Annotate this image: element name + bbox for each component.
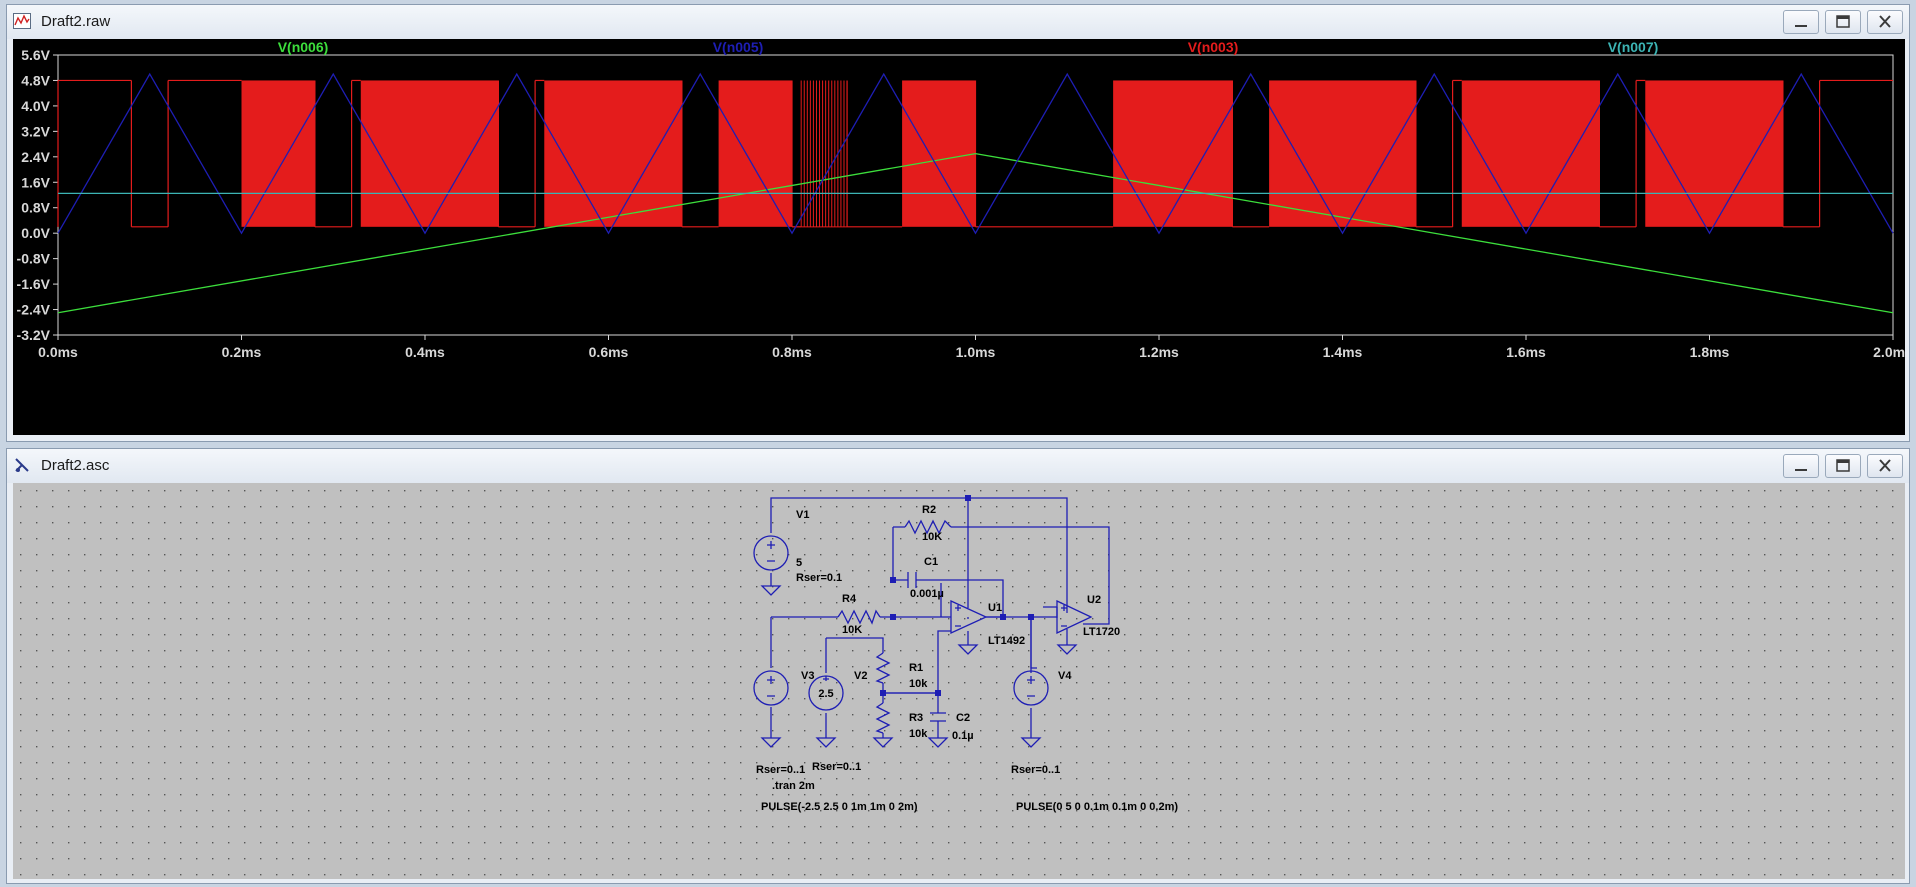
v2-rser-label: Rser=0..1 [812, 761, 861, 773]
x-tick-label: 0.8ms [772, 344, 812, 360]
legend-v-n005--label: V(n005) [713, 39, 764, 55]
minimize-button[interactable] [1783, 10, 1819, 34]
x-tick-label: 0.2ms [222, 344, 262, 360]
v1-rser-label: Rser=0.1 [796, 572, 842, 584]
close-button[interactable] [1867, 454, 1903, 478]
trace-n003-burst [241, 80, 315, 227]
waveform-chart: 5.6V 4.8V 4.0V 3.2V 2.4V 1.6V 0.8V 0.0V -0.8V -1.… [17, 39, 1914, 360]
r2-ref-label: R2 [922, 504, 936, 516]
v2-value-label: 2.5 [818, 688, 833, 700]
y-tick-label: 3.2V [21, 123, 50, 139]
voltage-sources [753, 535, 1049, 711]
waveform-icon [13, 13, 31, 29]
x-tick-label: 1.8ms [1690, 344, 1730, 360]
minimize-button[interactable] [1783, 454, 1819, 478]
v4-ref-label: V4 [1058, 670, 1072, 682]
maximize-button[interactable] [1825, 454, 1861, 478]
legend-v-n006--label: V(n006) [278, 39, 329, 55]
legend-v-n007--label: V(n007) [1608, 39, 1659, 55]
c2-value-label: 0.1µ [952, 730, 974, 742]
ground-symbols [760, 585, 1078, 748]
close-icon [1879, 459, 1891, 472]
v1-ref-label: V1 [796, 509, 809, 521]
schematic-grid [13, 483, 1905, 879]
x-tick-label: 1.0ms [956, 344, 996, 360]
schematic-window: Draft2.asc [6, 448, 1910, 884]
trace-n003-burst [360, 80, 499, 227]
y-tick-label: -3.2V [17, 327, 51, 343]
trace-v-n006--line [57, 152, 1894, 314]
u2-part-label: LT1720 [1083, 626, 1120, 638]
minimize-icon [1795, 469, 1807, 471]
schematic-window-titlebar[interactable]: Draft2.asc [7, 449, 1909, 483]
r4-ref-label: R4 [842, 593, 857, 605]
c1-value-label: 0.001µ [910, 588, 944, 600]
resistors [837, 519, 952, 734]
v4-rser-label: Rser=0..1 [1011, 764, 1060, 776]
y-tick-label: 2.4V [21, 149, 50, 165]
waveform-window-title: Draft2.raw [41, 13, 111, 30]
v1-value-label: 5 [796, 557, 802, 569]
trace-n003-burst [544, 80, 682, 227]
u1-ref-label: U1 [988, 602, 1002, 614]
x-tick-label: 1.6ms [1506, 344, 1546, 360]
waveform-plot-area[interactable]: 5.6V 4.8V 4.0V 3.2V 2.4V 1.6V 0.8V 0.0V -0.8V -1.… [13, 39, 1914, 435]
tran-directive: .tran 2m [772, 780, 815, 792]
y-tick-label: 4.8V [21, 72, 50, 88]
v2-ref-label: V2 [854, 670, 867, 682]
maximize-button[interactable] [1825, 10, 1861, 34]
r3-ref-label: R3 [909, 712, 923, 724]
u1-part-label: LT1492 [988, 635, 1025, 647]
opamps [950, 599, 1093, 635]
x-tick-label: 0.4ms [405, 344, 445, 360]
x-tick-label: 1.2ms [1139, 344, 1179, 360]
c1-ref-label: C1 [924, 556, 938, 568]
waveform-window: Draft2.raw 5.6V 4.8V 4.0V 3.2V 2.4V 1.6V 0.8V 0… [6, 4, 1914, 442]
junction-dots [880, 495, 1034, 696]
schematic-canvas[interactable]: V1 5 Rser=0.1 R2 10K C1 0.001µ R4 10K U1… [13, 483, 1905, 879]
x-tick-label: 0.0ms [38, 344, 78, 360]
r2-value-label: 10K [922, 531, 942, 543]
close-icon [1879, 15, 1891, 28]
schematic-window-title: Draft2.asc [41, 457, 110, 474]
x-tick-label: 2.0ms [1873, 344, 1905, 360]
r4-value-label: 10K [842, 624, 862, 636]
y-tick-label: -0.8V [17, 251, 51, 267]
v3-ref-label: V3 [801, 670, 814, 682]
r1-ref-label: R1 [909, 662, 923, 674]
restore-icon [1836, 459, 1850, 472]
trace-n003-burst [1645, 80, 1783, 227]
v3-rser-label: Rser=0..1 [756, 764, 805, 776]
restore-icon [1836, 15, 1850, 28]
y-tick-label: 4.0V [21, 98, 50, 114]
trace-n003-burst [902, 80, 976, 227]
schematic-wires [770, 497, 1110, 738]
legend-v-n003--label: V(n003) [1188, 39, 1239, 55]
trace-n003-burst [718, 80, 792, 227]
minimize-icon [1795, 25, 1807, 27]
y-tick-label: -1.6V [17, 276, 51, 292]
schematic-icon [15, 458, 29, 472]
y-tick-label: 5.6V [21, 47, 50, 63]
close-button[interactable] [1867, 10, 1903, 34]
schematic-drawing: V1 5 Rser=0.1 R2 10K C1 0.001µ R4 10K U1… [13, 483, 1905, 879]
trace-n003-burst [1269, 80, 1416, 227]
waveform-window-titlebar[interactable]: Draft2.raw [7, 5, 1909, 39]
u2-ref-label: U2 [1087, 594, 1101, 606]
c2-ref-label: C2 [956, 712, 970, 724]
v3-pulse-label: PULSE(-2.5 2.5 0 1m 1m 0 2m) [761, 801, 918, 813]
y-tick-label: -2.4V [17, 302, 51, 318]
trace-n003-burst [1113, 80, 1233, 227]
y-tick-label: 0.0V [21, 225, 50, 241]
capacitors [907, 572, 946, 728]
x-tick-label: 1.4ms [1323, 344, 1363, 360]
y-tick-label: 1.6V [21, 174, 50, 190]
r3-value-label: 10k [909, 728, 928, 740]
r1-value-label: 10k [909, 678, 928, 690]
y-tick-label: 0.8V [21, 200, 50, 216]
trace-n003-burst [1461, 80, 1600, 227]
x-tick-label: 0.6ms [589, 344, 629, 360]
v4-pulse-label: PULSE(0 5 0 0.1m 0.1m 0 0.2m) [1016, 801, 1178, 813]
trace-v-n005--line [57, 72, 1894, 235]
